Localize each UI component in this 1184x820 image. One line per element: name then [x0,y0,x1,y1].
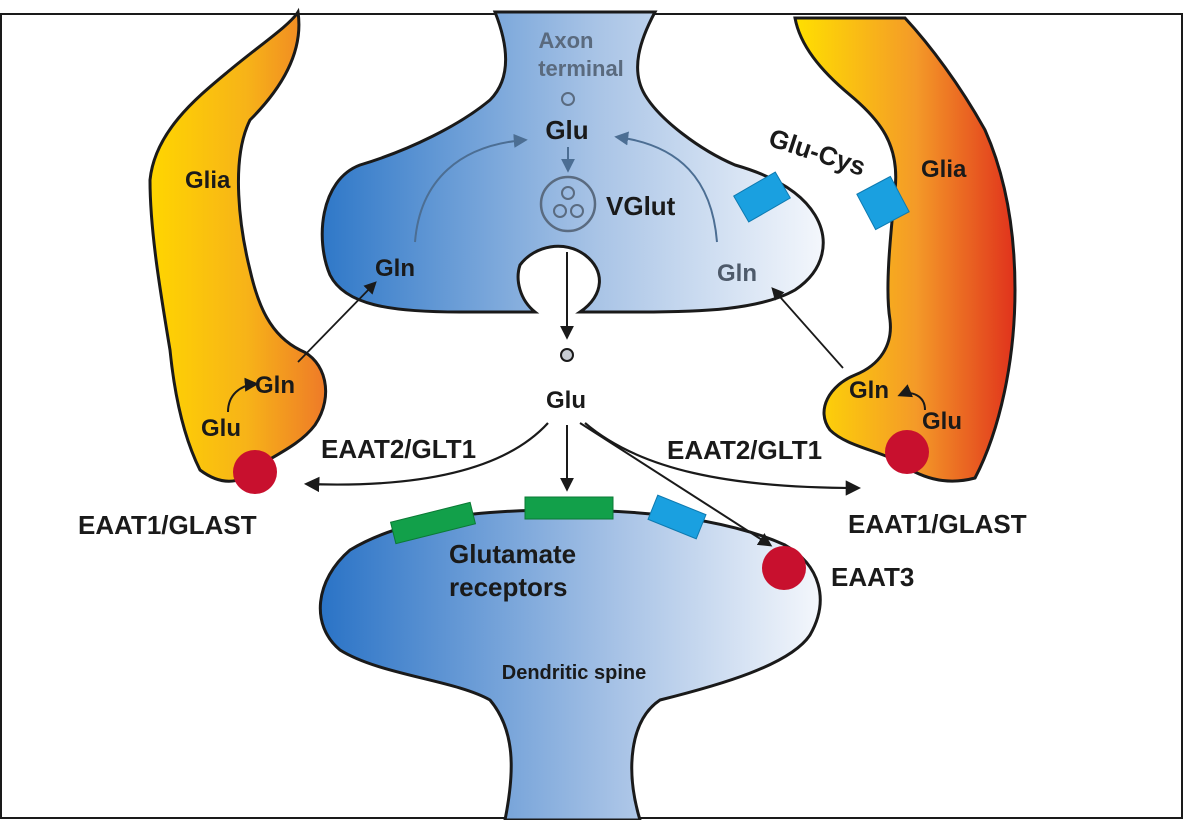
eaat1-left-label: EAAT1/GLAST [78,510,257,540]
arrow-gln-right-to-neuron [771,287,844,369]
eaat1-transporter-left [233,450,277,494]
arrow-uptake-left [303,422,549,493]
glia-right [793,16,1017,483]
glu-right-glia-label: Glu [922,408,962,435]
glia-left-label: Glia [185,167,231,194]
glu-molecule-cleft [560,348,574,362]
eaat3-label: EAAT3 [831,562,914,592]
gln-right-glia-label: Gln [849,377,889,404]
eaat3-transporter [762,546,806,590]
arrow-glu-gln-right [897,384,926,411]
arrow-to-eaat3 [579,422,773,547]
axon-terminal-label-1: Axon [539,28,594,53]
vglut-label: VGlut [606,191,676,221]
arrow-gln-left-to-neuron [297,281,377,363]
glutamate-receptors-label-2: receptors [449,572,568,602]
eaat1-right-label: EAAT1/GLAST [848,509,1027,539]
glu-presynaptic-label: Glu [545,115,588,145]
glutamate-receptor-center [524,496,614,520]
dendritic-spine-label: Dendritic spine [502,662,646,684]
gln-right-neuron-label: Gln [717,260,757,287]
gln-left-glia-label: Gln [255,372,295,399]
arrow-glu-gln-left [227,377,259,413]
glu-molecule-axon [561,92,575,106]
glu-left-glia-label: Glu [201,415,241,442]
arrow-gln-to-glu-left [414,133,528,243]
glu-cys-exchanger-glia [856,175,910,231]
glia-left [148,7,328,483]
glutamate-receptor-blue [647,494,707,540]
eaat2-right-label: EAAT2/GLT1 [667,435,822,465]
glutamate-receptors-label-1: Glutamate [449,539,576,569]
axon-terminal-label-2: terminal [538,56,624,81]
arrow-gln-to-glu-right [614,131,718,243]
arrow-uptake-right [584,422,862,496]
synaptic-vesicle [539,175,597,233]
eaat2-left-label: EAAT2/GLT1 [321,434,476,464]
glia-right-label: Glia [921,156,967,183]
glu-cys-exchanger-axon [733,171,791,223]
glutamate-receptor-left [389,501,477,545]
glu-cleft-label: Glu [546,387,586,414]
gln-left-neuron-label: Gln [375,255,415,282]
glu-cys-label: Glu-Cys [765,122,869,181]
eaat1-transporter-right [885,430,929,474]
